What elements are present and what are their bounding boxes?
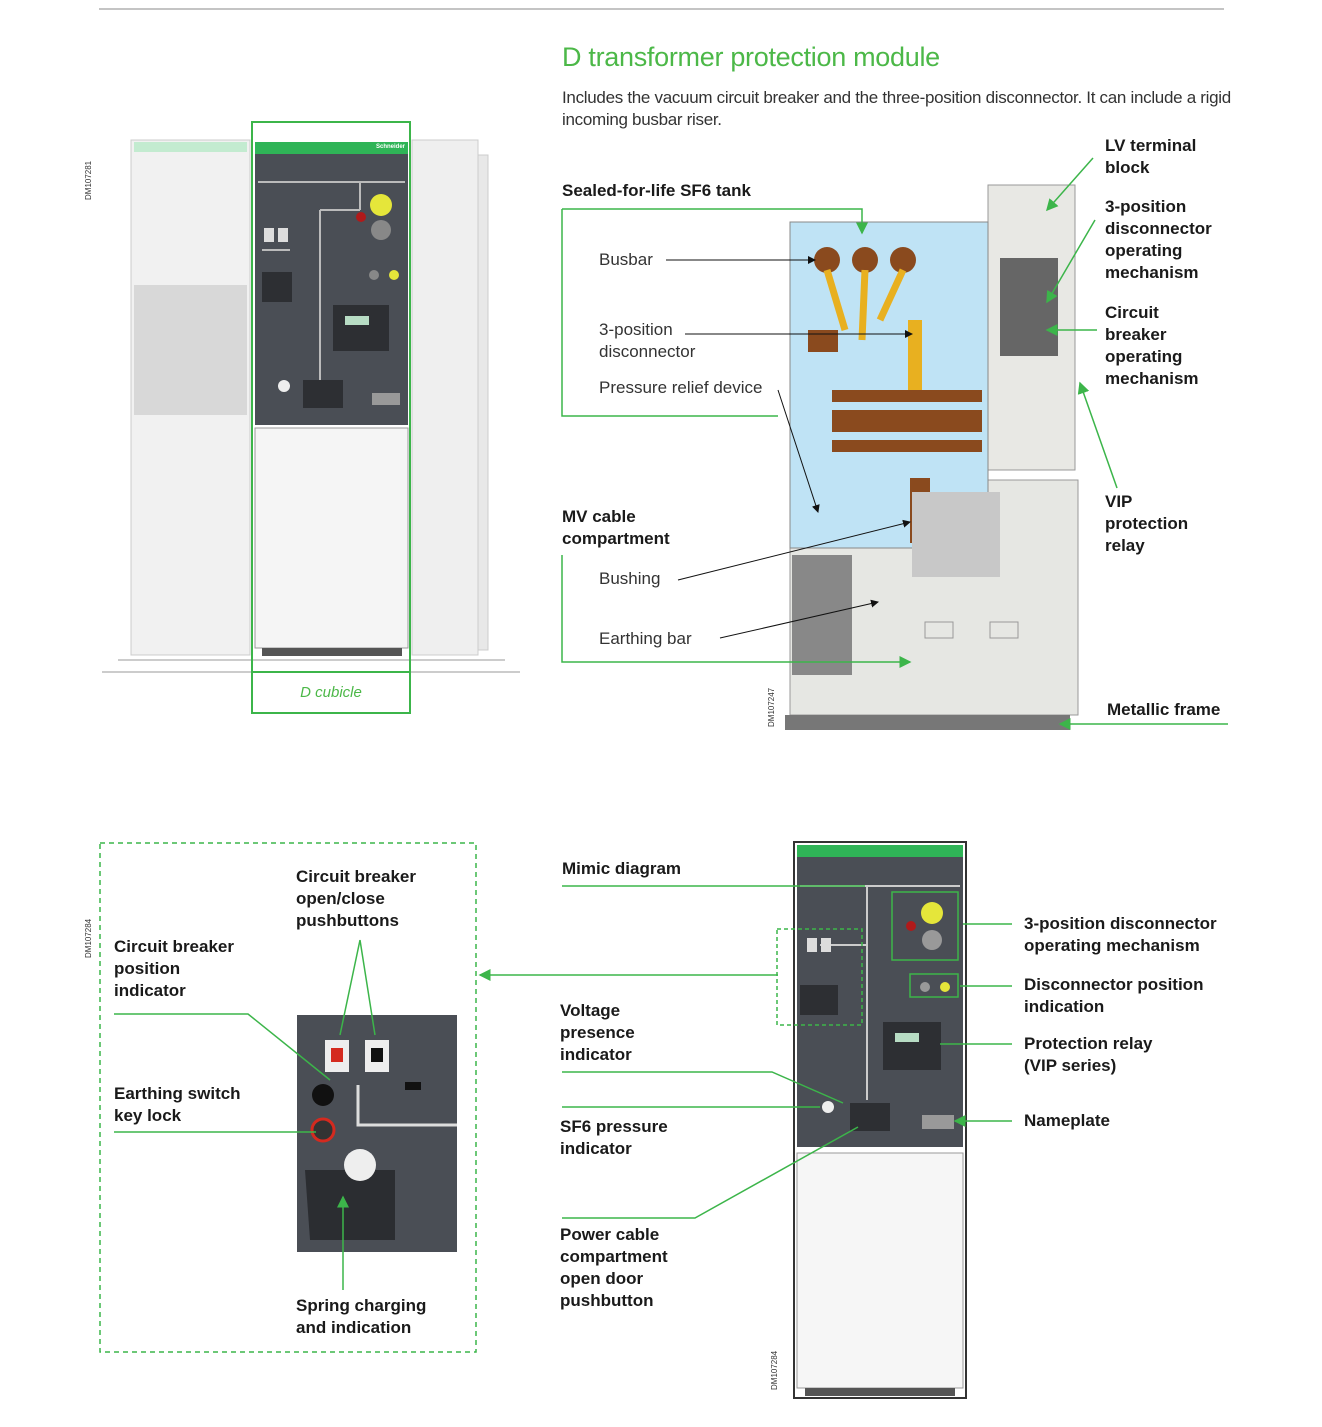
front-view <box>562 841 1012 1399</box>
label-disc-position: Disconnector position indication <box>1024 975 1204 1016</box>
label-protection-relay: Protection relay (VIP series) <box>1024 1034 1153 1075</box>
brand-logo: Schneider <box>376 144 406 150</box>
label-bushing: Bushing <box>599 569 661 588</box>
label-vip-relay: VIP protection relay <box>1105 492 1189 555</box>
label-lv-terminal: LV terminal block <box>1105 136 1197 177</box>
figure-code: DM107247 <box>767 687 776 727</box>
label-mimic: Mimic diagram <box>562 859 682 878</box>
label-disc-mech: 3-position disconnector operating mechan… <box>1024 914 1217 955</box>
cubicle-overview <box>102 121 520 714</box>
figure-code: DM107284 <box>84 918 93 958</box>
label-busbar: Busbar <box>599 250 653 269</box>
cross-section <box>785 184 1079 730</box>
label-earthing-lock: Earthing switch key lock <box>114 1084 241 1125</box>
label-earthing-bar: Earthing bar <box>599 629 692 648</box>
label-sf6-pressure: SF6 pressure indicator <box>560 1117 668 1158</box>
label-cb-position: Circuit breaker position indicator <box>114 937 234 1000</box>
label-metallic-frame: Metallic frame <box>1107 700 1221 719</box>
label-disconnector: 3-position disconnector <box>599 320 696 361</box>
figure-caption: D cubicle <box>300 684 362 701</box>
figure-code: DM107284 <box>770 1350 779 1390</box>
label-spring-charging: Spring charging and indication <box>296 1296 427 1337</box>
label-pressure-relief: Pressure relief device <box>599 378 763 397</box>
cross-section-leaders <box>561 157 1228 730</box>
page-title: D transformer protection module <box>562 42 940 72</box>
label-disc-mechanism: 3-position disconnector operating mechan… <box>1105 197 1212 282</box>
detail-view <box>99 842 778 1353</box>
label-voltage: Voltage presence indicator <box>560 1001 635 1064</box>
figure-code: DM107281 <box>84 160 93 200</box>
label-nameplate: Nameplate <box>1024 1111 1110 1130</box>
description: Includes the vacuum circuit breaker and … <box>562 88 1231 129</box>
label-sf6-tank: Sealed-for-life SF6 tank <box>562 181 751 200</box>
label-cb-pushbuttons: Circuit breaker open/close pushbuttons <box>296 867 416 930</box>
label-power-cable: Power cable compartment open door pushbu… <box>560 1225 668 1310</box>
label-cb-mechanism: Circuit breaker operating mechanism <box>1105 303 1199 388</box>
label-mv-cable: MV cable compartment <box>562 507 670 548</box>
